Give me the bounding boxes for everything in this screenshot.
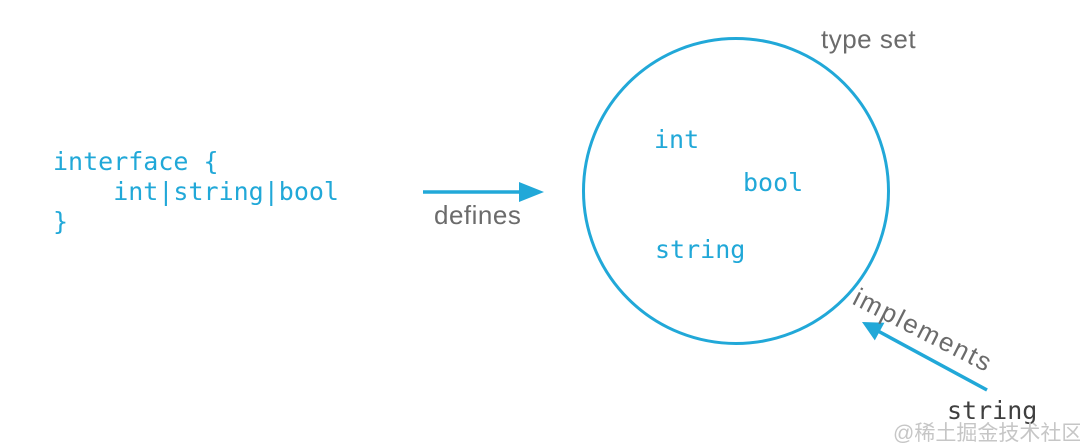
code-line-2: int|string|bool bbox=[53, 177, 339, 206]
type-set-circle bbox=[582, 37, 890, 345]
defines-arrow bbox=[423, 182, 544, 202]
code-line-3: } bbox=[53, 207, 69, 236]
code-line-1: interface { bbox=[53, 147, 219, 176]
implements-label: implements bbox=[848, 282, 999, 379]
watermark-text: @稀土掘金技术社区 bbox=[893, 422, 1080, 445]
set-member-bool: bool bbox=[743, 168, 804, 197]
set-member-int: int bbox=[654, 125, 700, 154]
type-set-label: type set bbox=[821, 24, 917, 54]
implementing-type-string: string bbox=[947, 396, 1038, 425]
defines-label: defines bbox=[434, 200, 522, 230]
interface-code-block: interface { int|string|bool } bbox=[53, 147, 339, 237]
set-member-string: string bbox=[655, 235, 746, 264]
